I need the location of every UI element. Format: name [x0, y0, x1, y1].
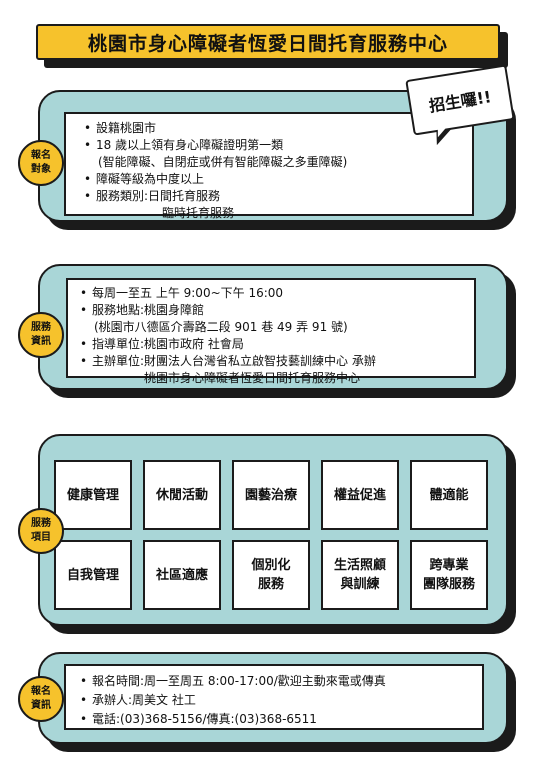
registration-line: 報名時間:周一至周五 8:00-17:00/歡迎主動來電或傳真: [80, 672, 386, 691]
service-items-badge: 服務 項目: [18, 508, 64, 554]
service-info-line: 服務地點:桃園身障館: [80, 302, 376, 319]
page-title: 桃園市身心障礙者恆愛日間托育服務中心: [36, 24, 500, 60]
badge-text: 對象: [31, 164, 51, 175]
badge-text: 資訊: [31, 700, 51, 711]
service-info-panel: 每周一至五 上午 9:00~下午 16:00 服務地點:桃園身障館 (桃園市八德…: [66, 278, 476, 385]
badge-text: 報名: [31, 686, 51, 697]
service-tile: 休閒活動: [143, 460, 221, 530]
badge-text: 服務: [31, 518, 51, 529]
badge-text: 報名: [31, 150, 51, 161]
service-tile: 生活照顧 與訓練: [321, 540, 399, 610]
service-info-line: 指導單位:桃園市政府 社會局: [80, 336, 376, 353]
enrollment-line: 障礙等級為中度以上: [84, 171, 347, 188]
enrollment-badge: 報名 對象: [18, 140, 64, 186]
service-tile: 權益促進: [321, 460, 399, 530]
enrollment-line: (智能障礙、自閉症或併有智能障礙之多重障礙): [98, 155, 348, 169]
service-info-line: (桃園市八德區介壽路二段 901 巷 49 弄 91 號): [94, 320, 348, 334]
registration-panel: 報名時間:周一至周五 8:00-17:00/歡迎主動來電或傳真 承辦人:周美文 …: [64, 664, 484, 730]
service-tile: 體適能: [410, 460, 488, 530]
service-info-badge: 服務 資訊: [18, 312, 64, 358]
registration-line: 承辦人:周美文 社工: [80, 691, 386, 710]
registration-badge: 報名 資訊: [18, 676, 64, 722]
enrollment-panel: 設籍桃園市 18 歲以上領有身心障礙證明第一類 (智能障礙、自閉症或併有智能障礙…: [64, 112, 474, 220]
enrollment-line: 18 歲以上領有身心障礙證明第一類: [84, 137, 347, 154]
service-tile: 健康管理: [54, 460, 132, 530]
badge-text: 項目: [31, 532, 51, 543]
service-tile: 個別化 服務: [232, 540, 310, 610]
service-info-line: 主辦單位:財團法人台灣省私立啟智技藝訓練中心 承辦: [80, 353, 376, 370]
registration-line: 電話:(03)368-5156/傳真:(03)368-6511: [80, 710, 386, 729]
service-info-line: 每周一至五 上午 9:00~下午 16:00: [80, 285, 376, 302]
service-tile: 自我管理: [54, 540, 132, 610]
enrollment-line: 設籍桃園市: [84, 120, 347, 137]
enrollment-line: 臨時托育服務: [162, 206, 235, 220]
service-tile: 園藝治療: [232, 460, 310, 530]
service-info-line: 桃園市身心障礙者恆愛日間托育服務中心: [144, 371, 361, 385]
service-tile: 跨專業 團隊服務: [410, 540, 488, 610]
service-tile: 社區適應: [143, 540, 221, 610]
enrollment-line: 服務類別:日間托育服務: [84, 188, 347, 205]
badge-text: 資訊: [31, 336, 51, 347]
service-items-grid: 健康管理 休閒活動 園藝治療 權益促進 體適能 自我管理 社區適應 個別化 服務…: [54, 460, 490, 610]
badge-text: 服務: [31, 322, 51, 333]
